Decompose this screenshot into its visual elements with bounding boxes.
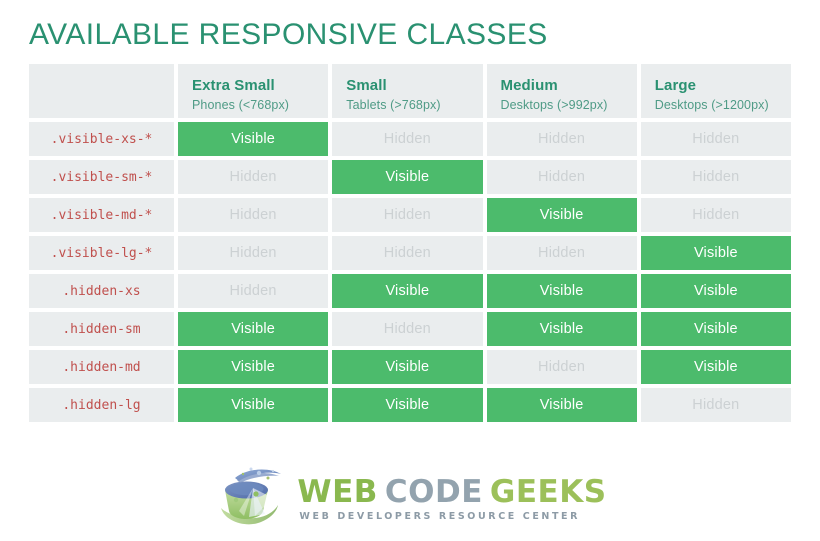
cell-visible: Visible — [486, 274, 637, 308]
column-header-subtitle: Phones (<768px) — [192, 98, 290, 113]
logo-tagline: WEB DEVELOPERS RESOURCE CENTER — [299, 510, 581, 522]
column-header-title: Extra Small — [192, 76, 275, 94]
cell-hidden: Hidden — [332, 312, 483, 346]
cell-visible: Visible — [486, 198, 637, 232]
cell-hidden: Hidden — [486, 160, 637, 194]
cell-visible: Visible — [178, 350, 329, 384]
cell-visible: Visible — [178, 388, 329, 422]
cell-visible: Visible — [640, 236, 791, 270]
cell-visible: Visible — [178, 312, 329, 346]
column-header-title: Small — [346, 76, 387, 94]
row-label: .visible-sm-* — [29, 160, 174, 194]
row-label: .hidden-sm — [29, 312, 174, 346]
cell-hidden: Hidden — [178, 236, 329, 270]
cell-visible: Visible — [178, 122, 329, 156]
row-label: .hidden-lg — [29, 388, 174, 422]
logo-word-web: WEB — [297, 473, 378, 510]
cell-hidden: Hidden — [332, 122, 483, 156]
cell-hidden: Hidden — [640, 160, 791, 194]
logo-word-geeks: GEEKS — [489, 473, 607, 510]
cell-hidden: Hidden — [332, 198, 483, 232]
cell-hidden: Hidden — [178, 198, 329, 232]
cell-visible: Visible — [332, 388, 483, 422]
cell-hidden: Hidden — [178, 160, 329, 194]
row-label: .hidden-md — [29, 350, 174, 384]
column-header-subtitle: Tablets (>768px) — [346, 98, 441, 113]
cell-hidden: Hidden — [486, 350, 637, 384]
cell-visible: Visible — [640, 312, 791, 346]
row-label: .hidden-xs — [29, 274, 174, 308]
cell-visible: Visible — [332, 274, 483, 308]
cell-hidden: Hidden — [640, 388, 791, 422]
cell-visible: Visible — [640, 274, 791, 308]
row-label: .visible-lg-* — [29, 236, 174, 270]
cell-hidden: Hidden — [332, 236, 483, 270]
cell-hidden: Hidden — [640, 198, 791, 232]
column-header-title: Large — [654, 76, 697, 94]
header-corner-cell — [29, 64, 174, 118]
column-header-title: Medium — [500, 76, 558, 94]
cell-hidden: Hidden — [486, 236, 637, 270]
logo-word-code: CODE — [384, 473, 483, 510]
cell-visible: Visible — [640, 350, 791, 384]
column-header-subtitle: Desktops (>1200px) — [654, 98, 769, 113]
cell-visible: Visible — [332, 350, 483, 384]
cell-hidden: Hidden — [486, 122, 637, 156]
cell-visible: Visible — [332, 160, 483, 194]
page-title: AVAILABLE RESPONSIVE CLASSES — [29, 18, 548, 51]
cell-hidden: Hidden — [640, 122, 791, 156]
row-label: .visible-md-* — [29, 198, 174, 232]
web-code-geeks-logo-icon — [213, 464, 291, 530]
cell-visible: Visible — [486, 312, 637, 346]
row-label: .visible-xs-* — [29, 122, 174, 156]
cell-hidden: Hidden — [178, 274, 329, 308]
column-header-subtitle: Desktops (>992px) — [500, 98, 608, 113]
cell-visible: Visible — [486, 388, 637, 422]
